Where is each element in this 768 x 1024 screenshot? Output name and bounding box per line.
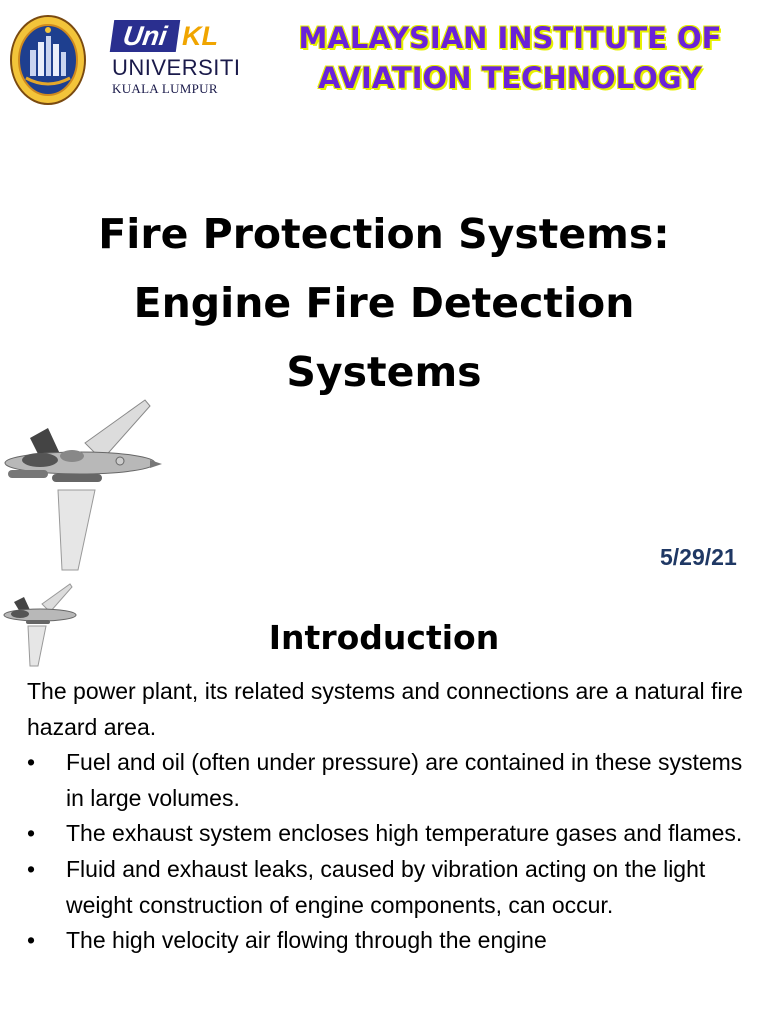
unikl-universiti-text: UNIVERSITI <box>112 55 241 80</box>
fighter-jet-thumbnail <box>3 583 77 667</box>
slide-date: 5/29/21 <box>660 544 737 570</box>
fighter-jet-image <box>4 399 162 571</box>
bullet-marker: • <box>27 855 36 882</box>
bullet-item: • Fuel and oil (often under pressure) are… <box>27 745 757 816</box>
bullet-item: • The exhaust system encloses high temper… <box>27 816 757 852</box>
university-seal-logo <box>10 15 86 105</box>
slide-title: Fire Protection Systems: Engine Fire Det… <box>60 200 708 407</box>
title-line-2: Engine Fire Detection <box>133 279 635 327</box>
institute-line-1: MALAYSIAN INSTITUTE OF <box>298 21 722 55</box>
unikl-kuala-lumpur-text: KUALA LUMPUR <box>112 81 218 96</box>
introduction-body: The power plant, its related systems and… <box>27 674 757 959</box>
introduction-heading: Introduction <box>268 618 500 657</box>
title-line-3: Systems <box>286 348 482 396</box>
bullet-item: • The high velocity air flowing through t… <box>27 923 757 959</box>
bullet-text: The high velocity air flowing through th… <box>66 927 547 954</box>
bullet-marker: • <box>27 749 36 776</box>
bullet-text: Fluid and exhaust leaks, caused by vibra… <box>66 855 706 918</box>
institute-name: MALAYSIAN INSTITUTE OF AVIATION TECHNOLO… <box>260 18 760 98</box>
title-slide: Uni KL UNIVERSITI KUALA LUMPUR MALAYSIAN… <box>4 15 760 571</box>
unikl-logo: Uni KL UNIVERSITI KUALA LUMPUR <box>109 18 246 102</box>
unikl-uni-text: Uni <box>109 20 181 52</box>
title-line-1: Fire Protection Systems: <box>98 210 670 258</box>
bullet-marker: • <box>27 820 36 847</box>
bullet-marker: • <box>27 927 36 954</box>
bullet-item: • Fluid and exhaust leaks, caused by vibr… <box>27 852 757 923</box>
bullet-text: The exhaust system encloses high tempera… <box>66 820 743 847</box>
intro-paragraph: The power plant, its related systems and… <box>27 678 743 740</box>
hazard-bullet-list: • Fuel and oil (often under pressure) are… <box>27 745 757 959</box>
introduction-slide: Introduction The power plant, its relate… <box>0 578 768 1024</box>
institute-line-2: AVIATION TECHNOLOGY <box>318 61 702 95</box>
bullet-text: Fuel and oil (often under pressure) are … <box>66 749 743 811</box>
unikl-kl-text: KL <box>182 21 218 51</box>
